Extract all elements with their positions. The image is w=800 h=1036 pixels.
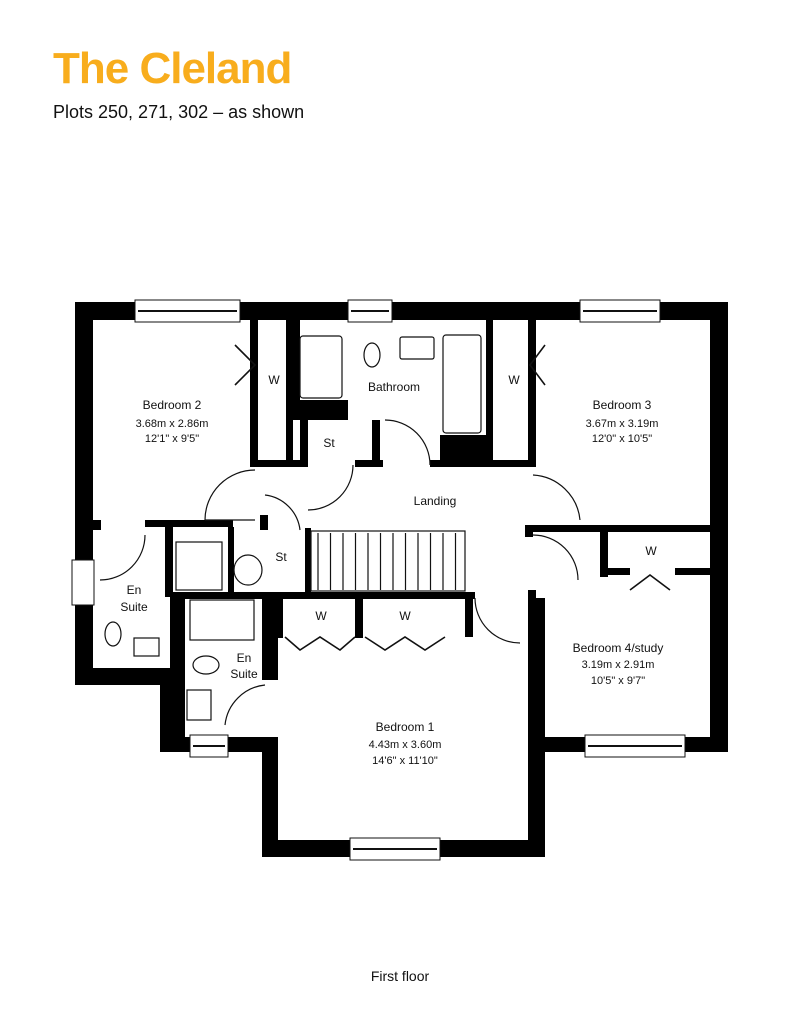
shower-tray <box>299 335 343 399</box>
wall <box>430 460 533 467</box>
wall <box>252 460 307 467</box>
wall <box>260 515 268 530</box>
shower-tray <box>175 541 223 591</box>
basin <box>399 336 435 360</box>
wall <box>293 400 348 420</box>
wall <box>528 598 545 857</box>
door-swing <box>264 494 301 531</box>
room-landing: Landing <box>414 494 457 508</box>
storage-label: St <box>275 550 287 564</box>
room-bedroom-2: Bedroom 2 3.68m x 2.86m 12'1" x 9'5" <box>136 398 209 445</box>
wall <box>600 532 608 577</box>
bifold-door <box>284 636 356 651</box>
wall <box>170 592 185 737</box>
room-dimensions-metric: 4.43m x 3.60m <box>369 739 442 751</box>
room-dimensions-imperial: 12'1" x 9'5" <box>145 433 199 445</box>
wall <box>300 420 308 467</box>
room-dimensions-metric: 3.68m x 2.86m <box>136 418 209 430</box>
wardrobe-label: W <box>315 609 327 623</box>
walls <box>71 299 728 861</box>
wall <box>528 590 536 605</box>
wall <box>170 592 475 599</box>
wall <box>355 460 383 467</box>
door-swing <box>532 534 579 581</box>
wall <box>145 520 233 527</box>
wall <box>600 568 630 575</box>
bifold-door <box>629 574 671 591</box>
wall <box>275 598 283 638</box>
room-name: Bedroom 2 <box>143 398 202 412</box>
basin <box>133 637 160 657</box>
wall <box>525 525 533 537</box>
room-dimensions-imperial: 10'5" x 9'7" <box>591 675 645 687</box>
basin <box>186 689 212 721</box>
door-swing <box>474 597 521 644</box>
bath <box>442 334 482 434</box>
cylinder <box>233 554 263 586</box>
wall <box>286 320 293 467</box>
room-dimensions-metric: 3.19m x 2.91m <box>582 659 655 671</box>
toilet <box>363 342 381 368</box>
bifold-door <box>364 636 446 651</box>
toilet <box>104 621 122 647</box>
door-swing <box>224 684 266 726</box>
door-swing <box>99 534 146 581</box>
wall <box>465 592 473 637</box>
wall <box>305 528 311 593</box>
wall <box>528 320 536 467</box>
window <box>71 559 95 606</box>
bifold-door <box>529 344 546 386</box>
room-bedroom-3: Bedroom 3 3.67m x 3.19m 12'0" x 10'5" <box>586 398 659 445</box>
door-swing <box>307 464 354 511</box>
wall <box>75 668 160 685</box>
fixtures <box>99 334 671 726</box>
wall <box>528 525 710 532</box>
room-name: Bedroom 1 <box>376 720 435 734</box>
wall <box>75 302 93 685</box>
door-swing <box>384 419 431 466</box>
wardrobe-label: W <box>645 544 657 558</box>
room-dimensions-imperial: 14'6" x 11'10" <box>372 755 438 767</box>
toilet <box>192 655 220 675</box>
storage-label: St <box>323 436 335 450</box>
bifold-door <box>234 344 257 386</box>
wall <box>710 302 728 752</box>
room-bedroom-4: Bedroom 4/study 3.19m x 2.91m 10'5" x 9'… <box>573 641 664 687</box>
room-ensuite-left-l1: En <box>127 583 142 597</box>
wall <box>93 520 101 530</box>
shower-tray <box>189 599 255 641</box>
wall <box>250 320 258 467</box>
wall <box>486 320 493 467</box>
wall <box>675 568 710 575</box>
wall <box>355 598 363 638</box>
room-dimensions-imperial: 12'0" x 10'5" <box>592 433 652 445</box>
wardrobe-label: W <box>508 373 520 387</box>
room-name: Bedroom 3 <box>593 398 652 412</box>
wall <box>372 420 380 467</box>
door-swing <box>204 469 256 521</box>
door-swing <box>532 474 581 521</box>
wall <box>228 527 234 597</box>
wall <box>262 592 278 680</box>
plots-subtitle: Plots 250, 271, 302 – as shown <box>53 102 305 122</box>
room-ensuite-left-l2: Suite <box>120 600 148 614</box>
staircase <box>310 530 466 592</box>
wardrobe-label: W <box>399 609 411 623</box>
floor-label: First floor <box>370 968 430 984</box>
wall <box>262 737 278 857</box>
wall <box>293 320 300 405</box>
room-ensuite-bed1-l2: Suite <box>230 667 258 681</box>
wall <box>165 527 173 597</box>
development-title: The Cleland <box>53 44 292 93</box>
room-bathroom: Bathroom <box>368 380 420 394</box>
room-name: Bedroom 4/study <box>573 641 664 655</box>
room-bedroom-1: Bedroom 1 4.43m x 3.60m 14'6" x 11'10" <box>369 720 442 767</box>
wardrobe-label: W <box>268 373 280 387</box>
room-ensuite-bed1-l1: En <box>237 651 252 665</box>
room-dimensions-metric: 3.67m x 3.19m <box>586 418 659 430</box>
